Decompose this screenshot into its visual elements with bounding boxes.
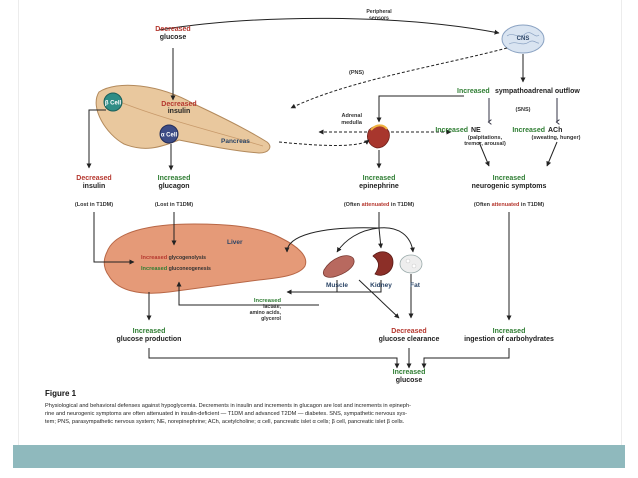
decreased-insulin-note: (Lost in T1DM) (75, 202, 113, 208)
neurogenic-note: (Often attenuated in T1DM) (474, 202, 544, 208)
adrenal-medulla-label-2: medulla (341, 120, 363, 126)
fat-icon (399, 254, 423, 274)
pancreas-label: Pancreas (221, 138, 250, 145)
footer-bar (13, 445, 625, 468)
sns-label: (SNS) (516, 107, 531, 113)
pancreas-organ (95, 84, 271, 154)
ne-detail-2: tremor, arousal) (464, 141, 506, 147)
peripheral-sensors-label-2: sensors (369, 16, 389, 22)
increased-epinephrine-mod: Increased (363, 175, 396, 182)
glycogenolysis-label: Increased glycogenolysis (141, 255, 206, 261)
glucose-production-mod: Increased (133, 328, 166, 335)
beta-cell-label: β Cell (105, 101, 122, 107)
alpha-cell-label: α Cell (161, 133, 178, 139)
substrates-mod: Increased (254, 298, 282, 304)
brain-icon: CNS (501, 24, 545, 54)
substrates-line-3: glycerol (261, 316, 281, 322)
decreased-insulin-top-noun: insulin (168, 108, 191, 115)
ne-detail-1: (palpitations, (468, 135, 503, 141)
caption-line-3: tem; PNS, parasympathetic nervous system… (45, 419, 405, 425)
ingestion-noun: ingestion of carbohydrates (464, 336, 554, 343)
caption-line-1: Physiological and behavioral defenses ag… (45, 403, 411, 409)
muscle-icon (322, 255, 355, 278)
increased-glucose-mod: Increased (393, 369, 426, 376)
hypoglycemia-defense-diagram: β Cell α Cell CNS (45, 9, 581, 425)
increased-neurogenic-noun: neurogenic symptoms (472, 183, 547, 190)
glucose-clearance-noun: glucose clearance (379, 336, 440, 343)
decreased-insulin-mod: Decreased (76, 175, 111, 182)
fat-label: Fat (410, 282, 421, 289)
adrenal-medulla-label-1: Adrenal (342, 113, 363, 119)
increased-glucagon-note: (Lost in T1DM) (155, 202, 193, 208)
cns-label: CNS (517, 36, 530, 42)
dashed-arrows (278, 47, 508, 146)
alpha-cell-icon: α Cell (159, 124, 179, 144)
increased-glucagon-mod: Increased (158, 175, 191, 182)
muscle-label: Muscle (326, 282, 348, 289)
pns-label: (PNS) (349, 70, 364, 76)
increased-glucose-noun: glucose (396, 377, 423, 384)
ach-noun: ACh (548, 127, 562, 134)
beta-cell-icon: β Cell (103, 92, 123, 112)
kidney-icon (372, 251, 394, 276)
increased-neurogenic-mod: Increased (493, 175, 526, 182)
ach-mod: Increased (512, 127, 545, 134)
sympathoadrenal-mod: Increased (457, 88, 490, 95)
gluconeogenesis-label: Increased gluconeogenesis (141, 266, 211, 272)
ach-detail: (sweating, hunger) (532, 135, 581, 141)
liver-organ (103, 223, 307, 294)
kidney-label: Kidney (370, 282, 392, 289)
ne-mod: Increased (435, 127, 468, 134)
ingestion-mod: Increased (493, 328, 526, 335)
sns-forks (487, 98, 560, 125)
decreased-insulin-noun: insulin (83, 183, 106, 190)
sympathoadrenal-rest: sympathoadrenal outflow (495, 88, 580, 95)
decreased-insulin-top-mod: Decreased (161, 101, 196, 108)
figure-title: Figure 1 (45, 389, 77, 398)
liver-label: Liver (227, 239, 243, 246)
solid-arrows (86, 17, 558, 369)
caption-line-2: rine and neurogenic symptoms are often a… (45, 411, 407, 417)
epinephrine-note: (Often attenuated in T1DM) (344, 202, 414, 208)
figure-frame: β Cell α Cell CNS (18, 0, 622, 446)
decreased-glucose-noun: glucose (160, 34, 187, 41)
glucose-clearance-mod: Decreased (391, 328, 426, 335)
substrates-line-1: lactate, (263, 304, 281, 310)
glucose-production-noun: glucose production (117, 336, 182, 343)
peripheral-sensors-label-1: Peripheral (366, 9, 392, 15)
increased-epinephrine-noun: epinephrine (359, 183, 399, 190)
ne-noun: NE (471, 127, 481, 134)
substrates-line-2: amino acids, (250, 310, 282, 316)
increased-glucagon-noun: glucagon (158, 183, 189, 190)
adrenal-gland-icon (367, 124, 390, 149)
decreased-glucose-mod: Decreased (155, 26, 190, 33)
